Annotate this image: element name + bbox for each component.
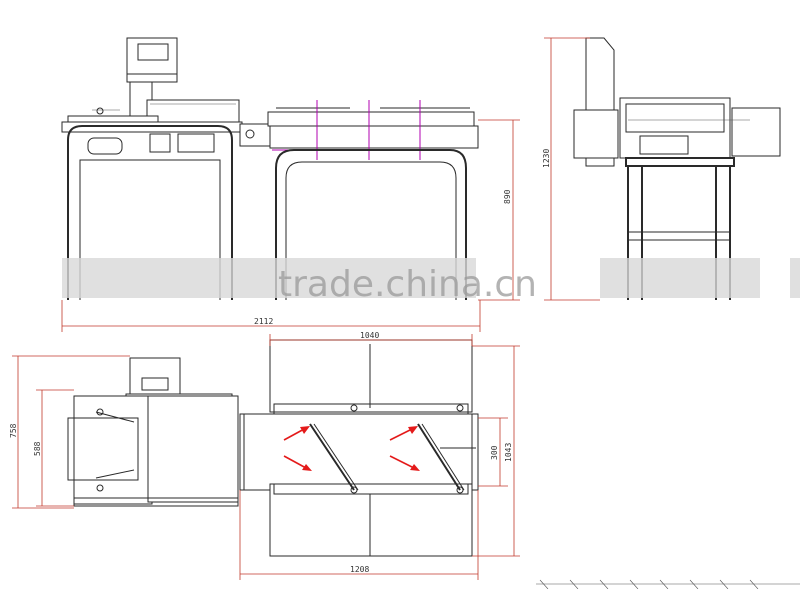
flow-arrow-2 xyxy=(283,455,307,469)
side-transfer-unit xyxy=(239,123,271,147)
dim-1040-label: 1040 xyxy=(360,331,379,340)
side-display-base xyxy=(126,73,178,83)
top-reject-belt xyxy=(239,413,479,491)
dim-758-label: 758 xyxy=(9,423,18,438)
flow-arrow-4 xyxy=(389,455,415,469)
top-display-housing xyxy=(129,357,181,395)
dim-1230-label: 1230 xyxy=(542,149,551,168)
dim-1043-label: 1043 xyxy=(504,443,513,462)
side-display-screen xyxy=(137,43,169,61)
top-infeed-conveyor xyxy=(73,395,153,505)
top-weigh-table xyxy=(147,395,239,503)
side-frame-panel xyxy=(87,137,123,155)
side-frame-left xyxy=(67,125,233,300)
pusher-arm-2 xyxy=(417,423,461,491)
top-reject-bin-lower xyxy=(269,483,473,557)
dim-2112-label: 2112 xyxy=(254,317,273,326)
side-view: 890 2112 xyxy=(61,37,520,332)
end-right-block xyxy=(731,107,781,157)
side-reject-conveyor xyxy=(267,111,475,127)
top-display-screen xyxy=(141,377,169,391)
dim-890-label: 890 xyxy=(503,189,512,204)
side-reject-housing xyxy=(269,125,479,149)
side-weigh-housing xyxy=(146,99,240,123)
cropped-text-strip xyxy=(536,579,800,589)
top-reject-bin-upper xyxy=(269,339,473,413)
side-frame-right xyxy=(275,149,467,300)
end-weigh-housing xyxy=(619,97,731,159)
dim-588-label: 588 xyxy=(33,441,42,456)
end-left-block xyxy=(573,109,619,159)
pusher-arm-1 xyxy=(309,423,355,491)
dim-300-label: 300 xyxy=(490,445,499,460)
top-view: 1040 758 588 300 1043 1208 xyxy=(9,331,520,580)
watermark-text: trade.china.cn xyxy=(278,264,537,305)
dim-1208-label: 1208 xyxy=(350,565,369,574)
end-view: 1230 xyxy=(542,37,800,301)
side-display-housing xyxy=(126,37,178,75)
